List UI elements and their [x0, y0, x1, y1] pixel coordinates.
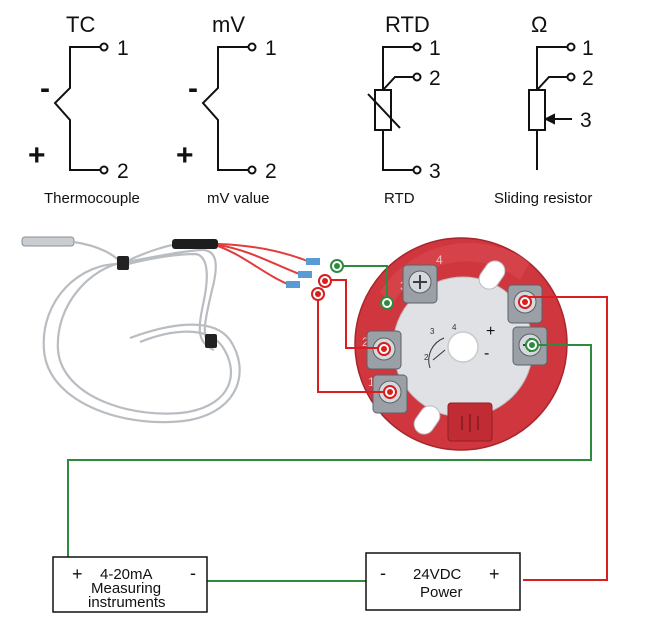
sensor-probe [21, 236, 241, 424]
dial-needle [432, 349, 446, 361]
tc-pin2-dot [99, 165, 109, 175]
wire-sensor-to-t1 [317, 294, 383, 393]
mounting-slot-bottom [413, 405, 441, 435]
probe-cable-coil [42, 240, 241, 424]
ohm-resistor [528, 89, 546, 131]
center-hole [447, 331, 479, 363]
wire-transmitter-minus-to-meter-plus [67, 344, 592, 557]
tc-title: TC [66, 12, 95, 37]
cable-clip-1 [117, 256, 129, 270]
power-label: Power [420, 584, 463, 601]
ohm-pin1-label: 1 [582, 37, 594, 60]
ohm-title: Ω [531, 12, 547, 37]
probe-tip [21, 236, 75, 247]
housing-label-2: 2 [362, 335, 369, 349]
rtd-pin1-label: 1 [429, 37, 441, 60]
rtd-pin3-dot [412, 165, 422, 175]
mv-plus-sign: + [176, 139, 194, 172]
tc-pin1-dot [99, 42, 109, 52]
rtd-pin2-label: 2 [429, 67, 441, 90]
ohm-pin2-label: 2 [582, 67, 594, 90]
mv-pin2-dot [247, 165, 257, 175]
tc-minus-sign: - [40, 72, 50, 105]
power-plus-sign: + [489, 564, 500, 584]
rtd-variable-arrow [367, 93, 401, 129]
ohm-wiper-arrow-icon [543, 113, 555, 125]
mv-pin1-dot [247, 42, 257, 52]
housing-label-1: 1 [368, 375, 375, 389]
tc-symbol: TC 1 2 - + Thermocouple [28, 12, 140, 207]
lead-wire-mid [217, 244, 303, 276]
mv-pin2-label: 2 [265, 160, 277, 183]
transmitter-minus-sign: - [484, 345, 489, 362]
sensor-to-transmitter-wiring [317, 265, 388, 393]
measuring-range-label: 4-20mA [100, 566, 153, 583]
rtd-title: RTD [385, 12, 430, 37]
measuring-label-line3: instruments [88, 594, 166, 611]
power-box-frame [365, 552, 521, 611]
connection-dots [311, 259, 539, 399]
housing-label-4: 4 [436, 253, 443, 267]
power-voltage-label: 24VDC [413, 566, 462, 583]
mounting-slot-top [478, 260, 506, 290]
measuring-label-line2: Measuring [91, 580, 161, 597]
measuring-instrument-box: + 4-20mA - Measuring instruments [52, 556, 208, 613]
screw-terminal-3 [402, 264, 438, 304]
power-supply-box: - 24VDC + Power [365, 552, 521, 611]
ferrule-3 [286, 281, 300, 288]
transmitter-plus-sign: + [486, 323, 495, 340]
ohm-wire-top [536, 46, 568, 90]
ferrule-1 [306, 258, 320, 265]
dial-label-2: 2 [424, 353, 429, 362]
rtd-pin2-dot [412, 72, 422, 82]
wire-sensor-to-t2 [331, 279, 382, 349]
rtd-wire-bottom [382, 130, 414, 171]
dial-label-4: 4 [452, 323, 457, 332]
measuring-minus-sign: - [190, 563, 196, 583]
ohm-caption: Sliding resistor [494, 190, 592, 207]
tc-plus-sign: + [28, 139, 46, 172]
mv-wire [201, 46, 249, 171]
tc-caption: Thermocouple [44, 190, 140, 207]
ohm-pin3-label: 3 [580, 109, 592, 132]
tc-pin2-label: 2 [117, 160, 129, 183]
wire-sensor-to-t3 [337, 265, 388, 303]
power-minus-sign: - [380, 563, 386, 583]
dial-label-3: 3 [430, 327, 435, 336]
mv-caption: mV value [207, 190, 270, 207]
tc-wire [53, 46, 101, 171]
cable-sleeve [172, 239, 218, 249]
mv-title: mV [212, 12, 245, 37]
rtd-wire-mid [382, 76, 414, 91]
lead-wire-top [217, 243, 311, 263]
measuring-plus-sign: + [72, 564, 83, 584]
sliding-resistor-symbol: Ω 1 2 3 Sliding resistor [494, 12, 594, 207]
latch-ridges [461, 414, 479, 432]
rtd-pin1-dot [412, 42, 422, 52]
mv-pin1-label: 1 [265, 37, 277, 60]
sensor-lead-wires [217, 243, 320, 288]
ohm-pin1-dot [566, 42, 576, 52]
lead-wire-bottom [217, 245, 291, 286]
measuring-box-frame [52, 556, 208, 613]
tc-pin1-label: 1 [117, 37, 129, 60]
rtd-pin3-label: 3 [429, 160, 441, 183]
mv-symbol: mV 1 2 - + mV value [176, 12, 277, 207]
mv-minus-sign: - [188, 72, 198, 105]
housing-highlight [380, 242, 530, 305]
ohm-pin2-dot [566, 72, 576, 82]
dial-arc [428, 337, 445, 369]
ohm-wire-mid [536, 76, 568, 91]
rtd-symbol: RTD 1 2 3 RTD [367, 12, 441, 207]
rtd-caption: RTD [384, 190, 415, 207]
rtd-wire-top [382, 46, 414, 90]
cable-clip-2 [205, 334, 217, 348]
ferrule-2 [298, 271, 312, 278]
